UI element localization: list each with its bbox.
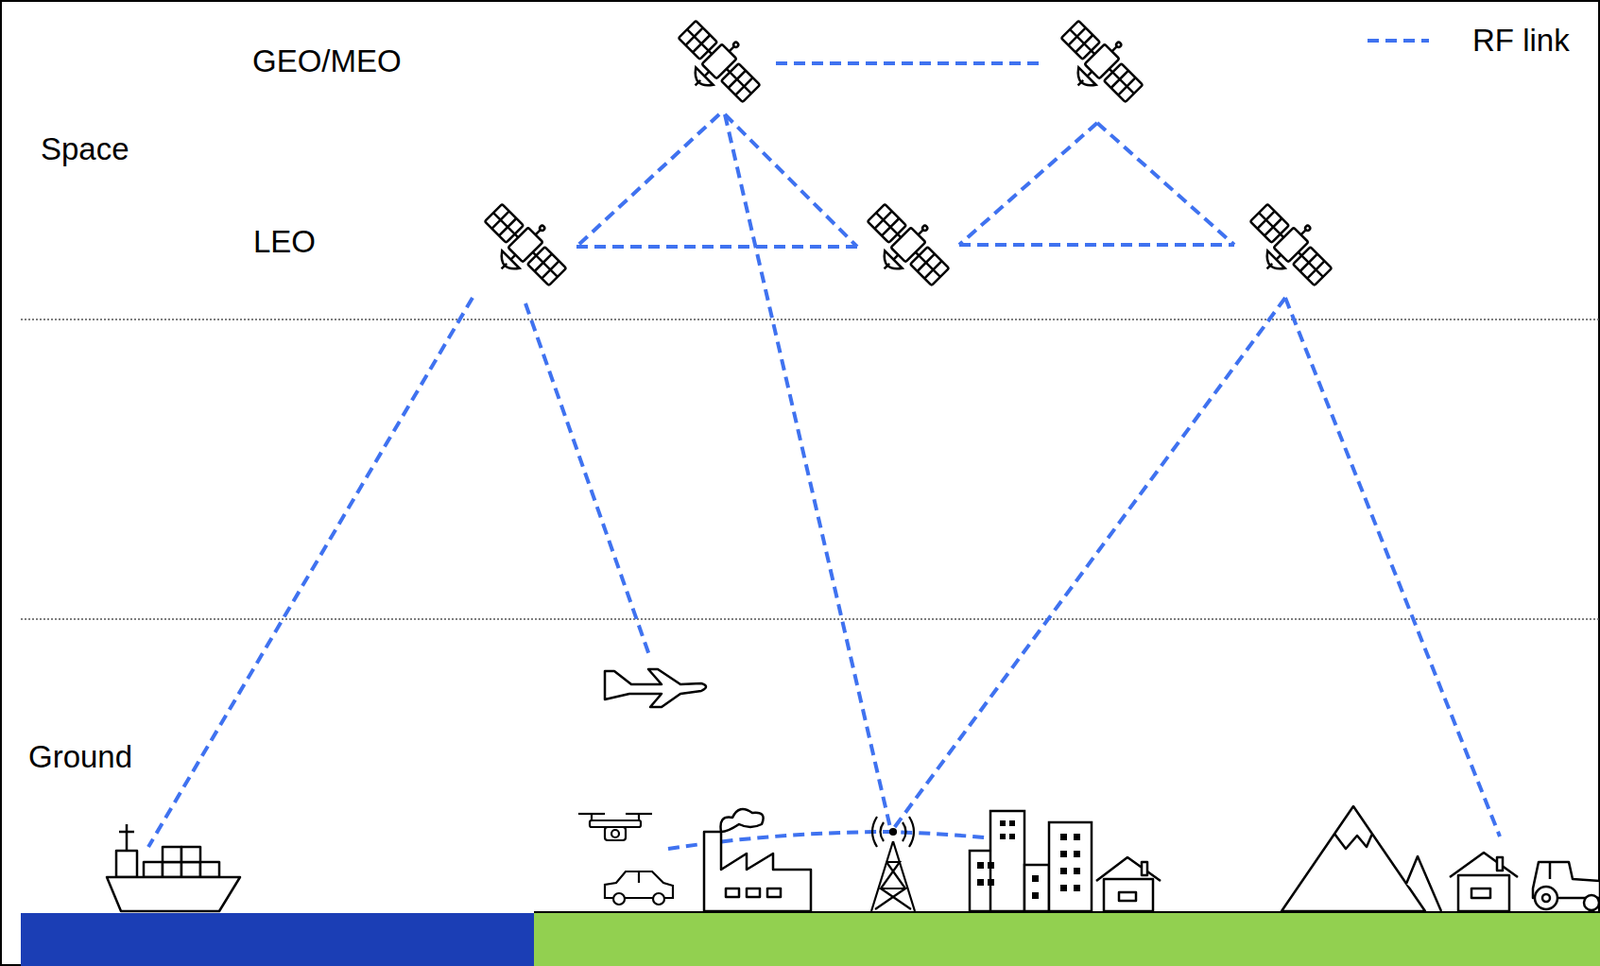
rf-link <box>724 114 858 247</box>
rf-link <box>1097 122 1235 245</box>
layer-label: Ground <box>28 738 133 776</box>
tractor-icon <box>1532 861 1600 911</box>
layer-label: Space <box>40 130 130 169</box>
house-icon <box>1449 852 1518 912</box>
satellite-icon <box>663 11 771 119</box>
land-band <box>533 912 1600 966</box>
drone-icon <box>578 813 653 841</box>
satellite-icon <box>1235 194 1342 302</box>
satellite-icon <box>852 194 960 302</box>
rf-link <box>148 297 473 847</box>
buildings-icon <box>969 810 1092 912</box>
ship-icon <box>106 824 241 912</box>
airplane-icon <box>604 669 706 707</box>
layer-label: LEO <box>253 223 316 261</box>
factory-icon <box>704 808 811 912</box>
rf-link <box>576 244 858 249</box>
rf-link <box>1285 297 1500 837</box>
rf-link <box>891 297 1286 832</box>
layer-label: GEO/MEO <box>252 42 402 81</box>
satellite-icon <box>1046 11 1153 119</box>
tower-icon <box>871 816 915 912</box>
legend-text: RF link <box>1472 21 1570 60</box>
satellite-icon <box>469 194 577 302</box>
sea-band <box>20 912 534 966</box>
rf-links <box>148 63 1500 849</box>
layer-divider <box>20 618 1600 620</box>
rf-link <box>775 61 1039 66</box>
layer-divider <box>20 318 1600 321</box>
house-icon <box>1096 857 1161 912</box>
rf-link <box>959 122 1098 245</box>
rf-link <box>576 114 720 247</box>
rf-link <box>724 114 892 832</box>
mountains-icon <box>1281 806 1442 912</box>
rf-link <box>959 242 1235 247</box>
legend-sample <box>1367 38 1429 43</box>
car-icon <box>604 871 673 905</box>
rf-link <box>525 303 651 658</box>
